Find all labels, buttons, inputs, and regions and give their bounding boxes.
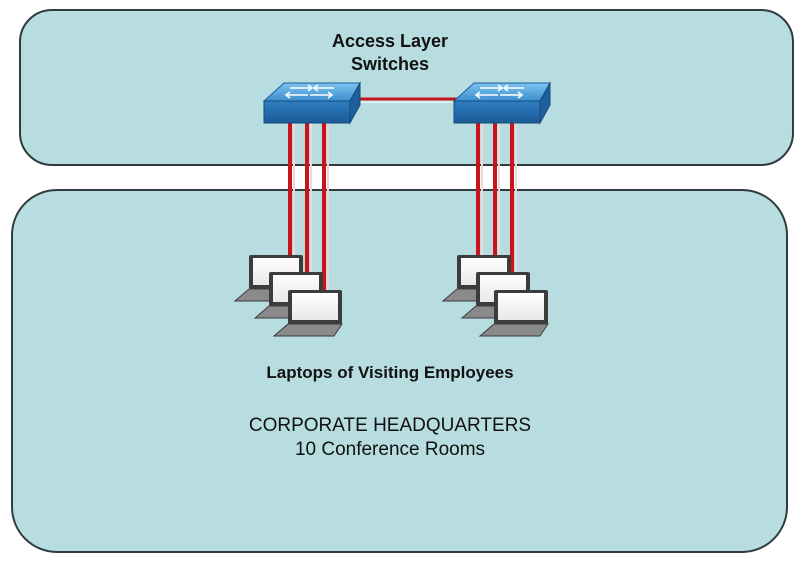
laptop-group-right: [441, 255, 549, 337]
headquarters-caption: CORPORATE HEADQUARTERS 10 Conference Roo…: [150, 414, 630, 462]
laptop-icon: [272, 290, 343, 337]
laptop-group-left: [233, 255, 343, 337]
access-layer-zone: [19, 9, 794, 166]
access-layer-title: Access Layer Switches: [250, 30, 530, 75]
uplink-cables-left: [288, 122, 329, 296]
headquarters-zone: [11, 189, 788, 553]
laptops-caption: Laptops of Visiting Employees: [266, 363, 514, 382]
headquarters-line1: CORPORATE HEADQUARTERS: [248, 415, 532, 436]
network-switch-icon: [452, 81, 551, 125]
uplink-cables-right: [476, 122, 517, 296]
laptop-icon: [478, 290, 549, 337]
access-layer-title-line2: Switches: [350, 53, 430, 74]
network-switch-icon: [262, 81, 361, 125]
headquarters-line2: 10 Conference Rooms: [294, 438, 486, 460]
access-layer-title-line1: Access Layer: [331, 31, 449, 51]
switch-interconnect-link: [358, 97, 460, 103]
